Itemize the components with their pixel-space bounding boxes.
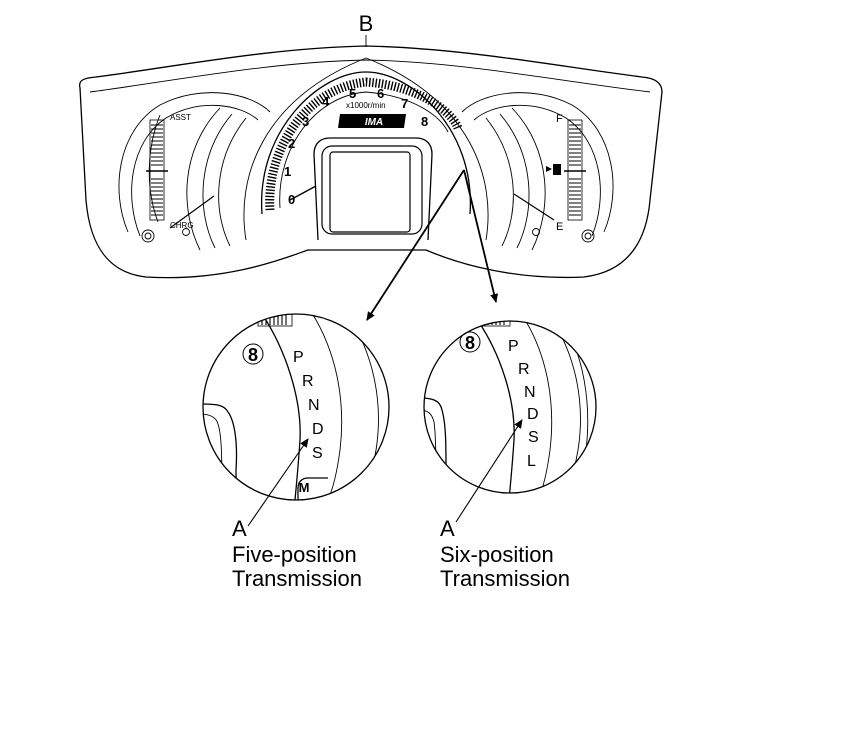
- right-gauge-pod: F E: [461, 92, 614, 251]
- right-knob: [581, 229, 595, 243]
- fuel-pump-icon: [546, 164, 561, 175]
- tach-number-4: 4: [322, 94, 330, 109]
- left-knob: [141, 229, 155, 243]
- detail-six-position-frame: [423, 320, 597, 494]
- caption-six-line2: Transmission: [440, 566, 570, 591]
- arrow-to-six-position: [463, 169, 499, 303]
- tach-number-5: 5: [349, 86, 356, 101]
- gear-p-five: P: [293, 349, 304, 366]
- tach-number-6: 6: [377, 86, 384, 101]
- tach-number-8-six: 8: [459, 331, 481, 353]
- cluster-inner-rim: [89, 59, 651, 93]
- tach-number-3: 3: [302, 114, 309, 129]
- gear-r-five: R: [302, 373, 314, 390]
- gear-d-six: D: [527, 406, 539, 423]
- tach-number-2: 2: [288, 136, 295, 151]
- gear-s-six: S: [528, 429, 539, 446]
- gear-s-five: S: [312, 445, 323, 462]
- instrument-cluster: B: [78, 11, 663, 279]
- tach-number-7: 7: [401, 96, 408, 111]
- tachometer: 0 1 2 3 4 5 6 7 8 x1000r/min IMA: [243, 57, 489, 241]
- tach-unit-label: x1000r/min: [346, 101, 386, 110]
- gear-l-six: L: [527, 453, 536, 470]
- callout-a-six: A: [440, 516, 455, 541]
- svg-text:IMA: IMA: [365, 117, 383, 128]
- detail-six-position: 8 P R N D S L A Six-position Transmissio…: [423, 320, 597, 591]
- tach-number-8-five: 8: [242, 343, 264, 365]
- svg-text:8: 8: [248, 345, 258, 365]
- tach-number-1: 1: [284, 164, 291, 179]
- detail-five-position-frame: [202, 313, 390, 501]
- caption-five-line2: Transmission: [232, 566, 362, 591]
- center-display-frame: [313, 137, 433, 241]
- callout-a-leader-five: [247, 438, 309, 527]
- fuel-full-label: F: [556, 113, 563, 125]
- cluster-housing: [78, 45, 663, 279]
- gear-n-five: N: [308, 397, 320, 414]
- ima-badge: IMA: [338, 114, 406, 128]
- tach-needle: [289, 185, 317, 201]
- label-b: B: [359, 11, 374, 36]
- caption-six-line1: Six-position: [440, 542, 554, 567]
- svg-text:8: 8: [465, 333, 475, 353]
- fuel-empty-label: E: [556, 221, 563, 233]
- gear-n-six: N: [524, 384, 536, 401]
- left-gauge-pod: ASST CHRG: [118, 92, 271, 251]
- mode-label-m: M: [299, 480, 310, 495]
- gear-d-five: D: [312, 421, 324, 438]
- asst-label: ASST: [170, 113, 191, 122]
- callout-a-five: A: [232, 516, 247, 541]
- tach-number-8: 8: [421, 114, 428, 129]
- caption-five-line1: Five-position: [232, 542, 357, 567]
- chrg-label: CHRG: [170, 221, 194, 230]
- detail-five-position: M 8 P R N D S A Five-position Transmissi…: [202, 313, 390, 591]
- gear-r-six: R: [518, 361, 530, 378]
- gear-p-six: P: [508, 338, 519, 355]
- center-display-screen: [329, 151, 411, 233]
- arrow-to-five-position: [366, 169, 465, 321]
- callout-a-leader-six: [455, 419, 523, 523]
